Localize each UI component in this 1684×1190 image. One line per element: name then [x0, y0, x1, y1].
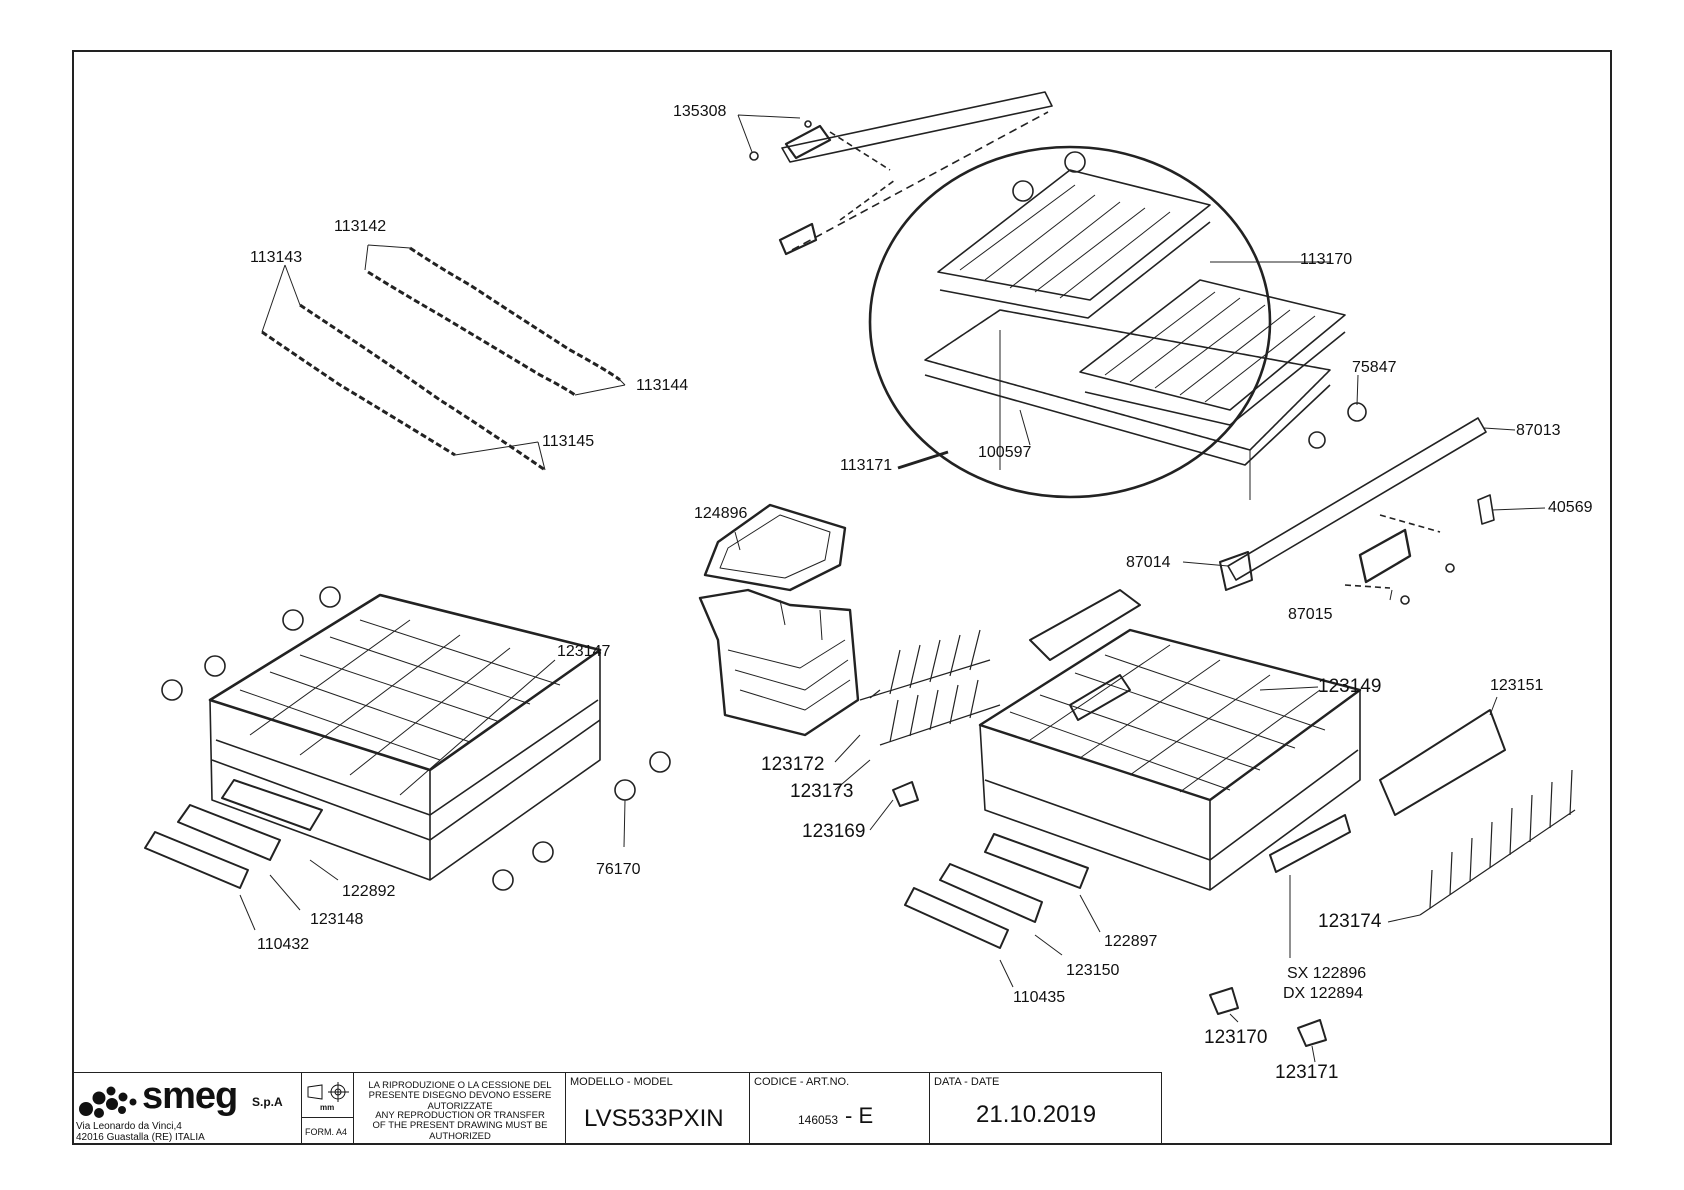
rack-123151: [1379, 709, 1506, 816]
tine-strip-113142-top: [409, 246, 621, 382]
part-label-123148: 123148: [310, 911, 364, 928]
part-label-40569: 40569: [1548, 499, 1593, 516]
date-header: DATA - DATE: [934, 1076, 1000, 1088]
unit-mm: mm: [320, 1103, 335, 1112]
tray-frame-100597: [924, 309, 1331, 500]
part-label-113171-top: 113171: [840, 457, 893, 474]
upper-basket-123149: [978, 589, 1362, 891]
date-value: 21.10.2019: [976, 1101, 1097, 1128]
company-address-line1: Via Leonardo da Vinci,4: [76, 1121, 182, 1132]
tine-rack-123174: [1419, 769, 1576, 916]
part-label-sx-122896: SX 122896: [1287, 965, 1367, 982]
part-label-123151: 123151: [1490, 677, 1544, 694]
part-label-87014: 87014: [1126, 554, 1171, 571]
part-label-123173: 123173: [790, 781, 854, 802]
company-cell: smeg S.p.A Via Leonardo da Vinci,4 42016…: [72, 1073, 302, 1144]
clip-123170: [1209, 987, 1239, 1015]
code-cell: CODICE - ART.NO. 146053 - E: [750, 1073, 930, 1144]
code-value: 146053: [798, 1113, 839, 1127]
model-header: MODELLO - MODEL: [570, 1076, 673, 1088]
part-label-113170-top: 113170: [1300, 251, 1353, 268]
part-label-76170: 76170: [596, 861, 641, 878]
lower-handles-right: [904, 833, 1089, 949]
lower-handles-left: [144, 779, 323, 889]
part-label-113145: 113145: [542, 433, 595, 450]
part-label-75847: 75847: [1352, 359, 1397, 376]
callout-ellipse: [868, 145, 1272, 499]
model-cell: MODELLO - MODEL LVS533PXIN: [566, 1073, 750, 1144]
part-label-123171-bottom: 123171: [1275, 1062, 1339, 1083]
cutlery-basket-124896: [698, 503, 860, 737]
format-cell: mm FORM. A4: [302, 1073, 354, 1144]
handle-123169: [892, 781, 919, 807]
tine-rack-123172: [859, 629, 1001, 746]
part-label-113142: 113142: [334, 218, 387, 235]
notice-italian: LA RIPRODUZIONE O LA CESSIONE DEL PRESEN…: [368, 1080, 552, 1112]
leader-lines: [239, 114, 1546, 1063]
code-revision: - E: [845, 1103, 874, 1128]
part-label-110432: 110432: [257, 936, 310, 953]
part-label-100597: 100597: [978, 444, 1032, 461]
notice-cell: LA RIPRODUZIONE O LA CESSIONE DEL PRESEN…: [354, 1073, 566, 1144]
notice-english: ANY REPRODUCTION OR TRANSFER OF THE PRES…: [372, 1110, 548, 1142]
title-block: smeg S.p.A Via Leonardo da Vinci,4 42016…: [72, 1072, 1162, 1145]
brand-logo-text: smeg: [142, 1075, 238, 1117]
part-label-110435: 110435: [1013, 989, 1066, 1006]
company-address-line2: 42016 Guastalla (RE) ITALIA: [76, 1132, 205, 1143]
part-label-87015: 87015: [1288, 606, 1333, 623]
tine-strip-113145: [261, 330, 456, 457]
part-label-123149: 123149: [1318, 676, 1382, 697]
part-label-123147: 123147: [557, 643, 611, 660]
part-label-dx-122894: DX 122894: [1283, 985, 1364, 1002]
part-label-87013: 87013: [1516, 422, 1561, 439]
side-handle-122896: [1269, 814, 1351, 873]
part-label-123174: 123174: [1318, 911, 1382, 932]
right-rail-assembly: [1219, 417, 1495, 605]
clip-123171: [1297, 1019, 1327, 1047]
part-label-123172: 123172: [761, 754, 825, 775]
part-label-123169: 123169: [802, 821, 866, 842]
part-label-122897: 122897: [1104, 933, 1158, 950]
company-suffix: S.p.A: [252, 1095, 283, 1109]
part-label-123150: 123150: [1066, 962, 1120, 979]
part-label-124896: 124896: [694, 505, 748, 522]
tine-strip-113144: [367, 270, 576, 397]
tine-strip-113143-top: [299, 303, 546, 472]
part-label-122892: 122892: [342, 883, 396, 900]
code-header: CODICE - ART.NO.: [754, 1076, 850, 1088]
part-label-113144: 113144: [636, 377, 689, 394]
format-label: FORM. A4: [305, 1127, 348, 1137]
part-label-113143: 113143: [250, 249, 303, 266]
projection-symbol-icon: [307, 1082, 349, 1102]
top-rail-assembly: [749, 91, 1053, 256]
smeg-logo-dots: [79, 1086, 137, 1118]
cutlery-tray-113170: [937, 169, 1346, 426]
lower-basket-123147: [208, 593, 602, 881]
part-label-135308: 135308: [673, 103, 727, 120]
model-value: LVS533PXIN: [584, 1105, 724, 1132]
part-label-123170-bottom: 123170: [1204, 1027, 1268, 1048]
date-cell: DATA - DATE 21.10.2019: [930, 1073, 1160, 1144]
drawing-frame: [72, 50, 1612, 1145]
